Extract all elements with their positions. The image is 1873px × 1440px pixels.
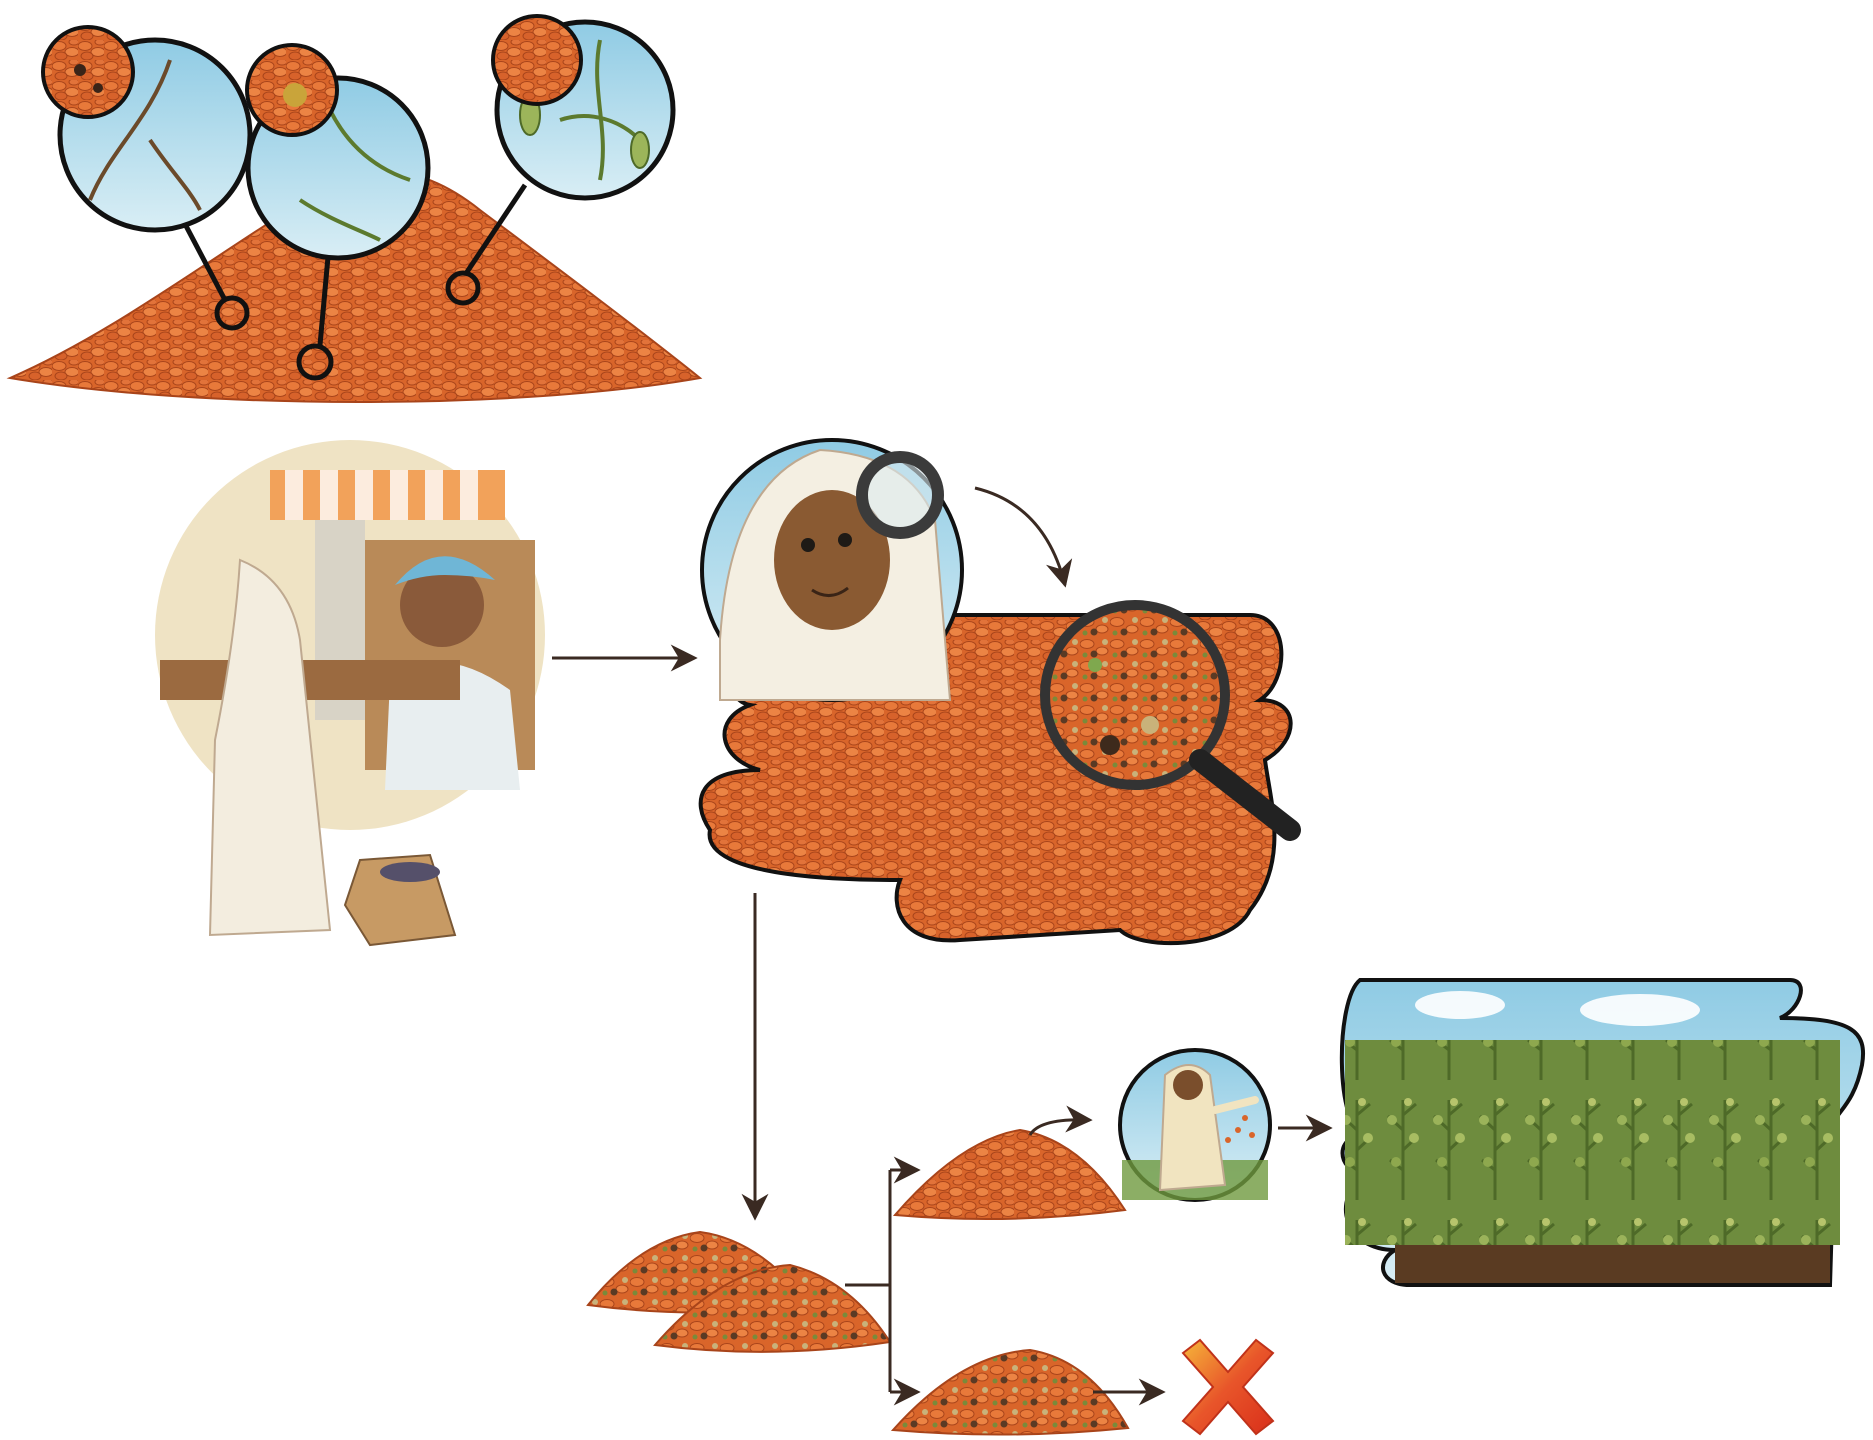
hand-magnifier-icon (862, 457, 938, 533)
mixed-seed-pile (588, 1232, 890, 1352)
magnifier-bubble-rust (43, 27, 250, 230)
sort-branch (845, 1170, 890, 1392)
market-purchase (155, 440, 545, 945)
healthy-crop-field (1342, 980, 1863, 1285)
woman-sowing-seed (1120, 1050, 1270, 1200)
lentil-pile-with-magnifiers (10, 16, 700, 402)
contaminated-seed-pile (893, 1350, 1128, 1435)
magnifier-bubble-blight (247, 45, 428, 258)
magnifier-bubble-pods (493, 16, 673, 198)
market-counter (160, 660, 460, 700)
arrow-clean-to-sowing (1030, 1120, 1090, 1135)
clean-seed-pile (895, 1130, 1125, 1219)
arrow-inspection-to-sample (975, 488, 1065, 585)
reject-x-icon (1183, 1340, 1273, 1434)
woman-inspecting-seed (702, 440, 962, 700)
